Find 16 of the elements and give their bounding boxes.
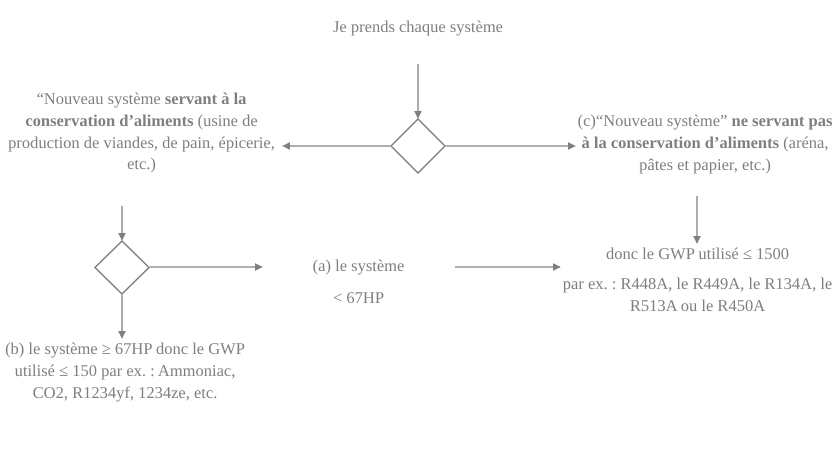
flow-text: (a) le système < 67HP: [262, 255, 455, 310]
arrow: [693, 196, 701, 244]
arrow: [455, 263, 561, 271]
arrow: [282, 142, 390, 150]
decision-diamond: [94, 240, 150, 295]
arrow: [446, 142, 576, 150]
flow-text: (b) le système ≥ 67HP donc le GWP utilisé ≤ 150 par ex. : Ammoniac, CO2, R1234yf, 1234ze, etc.: [5, 338, 245, 448]
decision-diamond: [390, 118, 446, 174]
arrow: [414, 64, 422, 119]
flow-text: donc le GWP utilisé ≤ 1500 par ex. : R448A, le R449A, le R134A, le R513A ou le R450A: [560, 243, 835, 355]
arrow: [150, 263, 263, 271]
flow-text: “Nouveau système servant à la conservation d’aliments (usine de production de viandes, de pain, épicerie, etc.): [0, 88, 283, 206]
arrow: [118, 206, 126, 241]
arrow: [118, 295, 126, 339]
flow-text: Je prends chaque système: [318, 16, 518, 64]
flow-text: (c)“Nouveau système” ne servant pas à la conservation d’aliments (aréna, pâtes et papier, etc.): [575, 110, 835, 196]
